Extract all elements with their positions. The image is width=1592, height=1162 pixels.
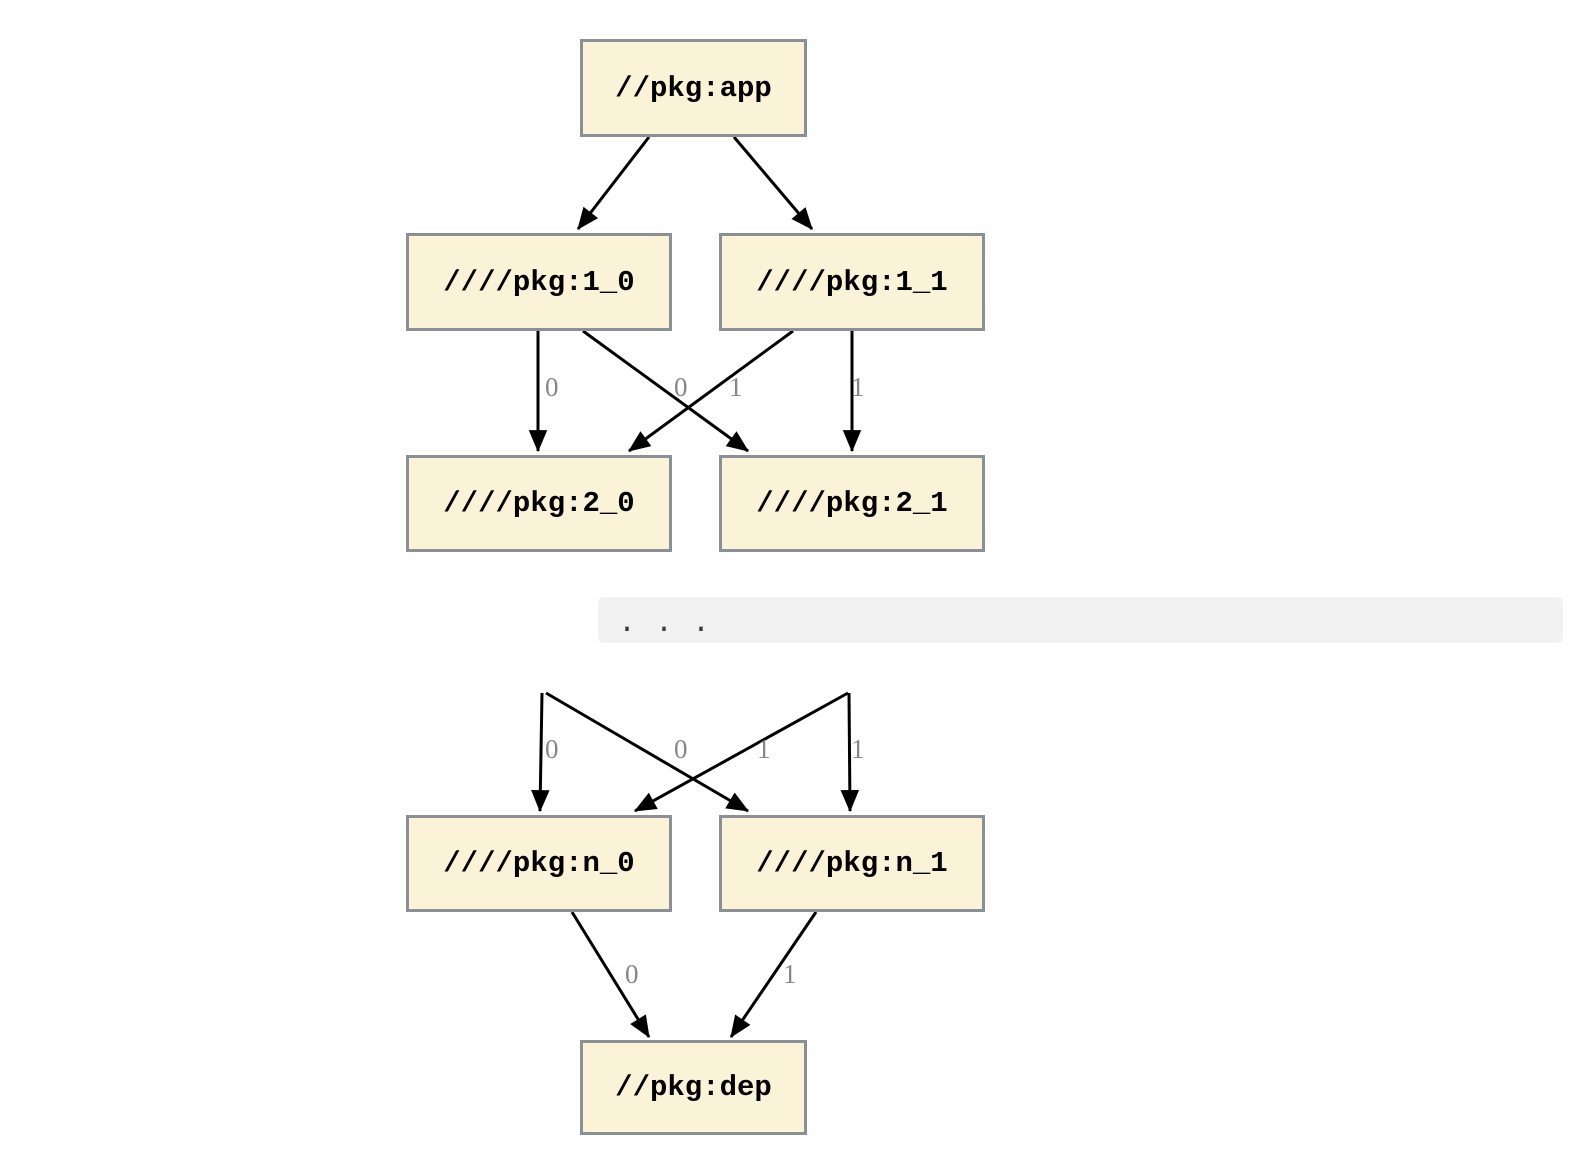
edge-app-to-1_0 [576,136,651,230]
node-1_0-label: ////pkg:1_0 [443,265,635,299]
node-n_1-label: ////pkg:n_1 [756,847,948,880]
edge-label: 0 [674,372,688,402]
edge-n_1-to-dep [729,911,818,1038]
node-2_1: ////pkg:2_1 [719,455,985,552]
edge-label: 1 [729,372,743,402]
node-2_0-label: ////pkg:2_0 [443,487,635,520]
node-1_1-label: ////pkg:1_1 [756,265,948,299]
edge-n_0-to-dep [570,911,651,1038]
node-n_1: ////pkg:n_1 [719,815,985,912]
node-1_1: ////pkg:1_1 [719,233,985,331]
node-2_0: ////pkg:2_0 [406,455,672,552]
edge-hidden-to-n_0-straight [531,692,550,813]
node-n_0-label: ////pkg:n_0 [443,847,635,880]
node-dep: //pkg:dep [580,1040,807,1135]
edge-label: 1 [783,959,797,989]
edge-label: 1 [851,734,865,764]
edge-1_0-to-2_1 [582,329,749,453]
edge-app-to-1_1 [732,136,814,230]
edge-label: 1 [851,372,865,402]
edge-label: 0 [674,734,688,764]
edge-hidden-to-n_1-straight [840,692,860,813]
edge-hidden-to-n_0-cross [634,691,849,813]
edge-label: 0 [545,734,559,764]
node-1_0: ////pkg:1_0 [406,233,672,331]
node-app: //pkg:app [580,39,807,137]
ellipsis-text: ... [618,607,730,641]
edge-label: 0 [625,959,639,989]
edge-label: 1 [757,734,771,764]
node-n_0: ////pkg:n_0 [406,815,672,912]
node-app-label: //pkg:app [615,71,772,105]
edge-hidden-to-n_1-cross [545,691,749,813]
edge-1_1-to-2_0 [628,329,794,453]
edge-label: 0 [545,372,559,402]
node-2_1-label: ////pkg:2_1 [756,487,948,520]
node-dep-label: //pkg:dep [615,1071,772,1104]
ellipsis-row: ... [598,597,1563,643]
